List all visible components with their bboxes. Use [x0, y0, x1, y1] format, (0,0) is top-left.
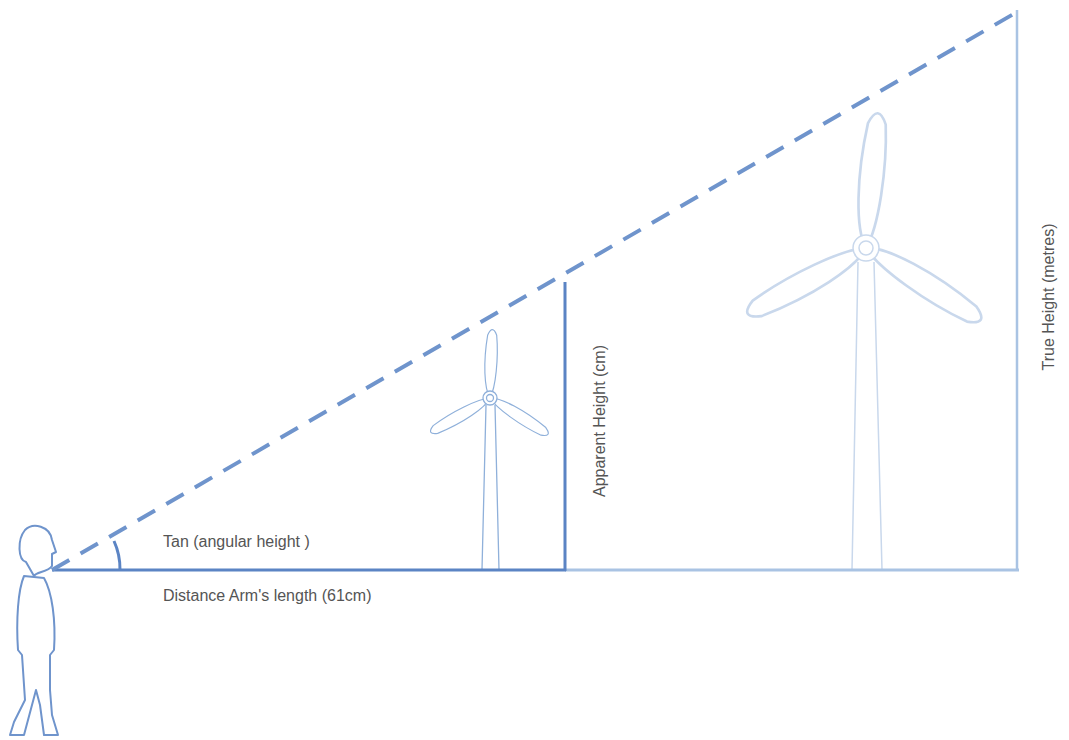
- apparent-turbine: [428, 329, 551, 570]
- arm-length-line: [52, 569, 566, 572]
- true-height-label: True Height (metres): [1039, 224, 1058, 371]
- sight-line: [52, 12, 1017, 570]
- distance-label: Distance Arm's length (61cm): [163, 586, 371, 605]
- observer-figure: [10, 526, 58, 735]
- true-height-line: [1016, 10, 1019, 571]
- angle-arc: [114, 541, 120, 570]
- angle-label: Tan (angular height ): [163, 532, 310, 551]
- true-distance-line: [565, 569, 1019, 572]
- apparent-height-line: [564, 282, 567, 571]
- apparent-height-label: Apparent Height (cm): [590, 345, 609, 497]
- true-turbine: [742, 112, 987, 570]
